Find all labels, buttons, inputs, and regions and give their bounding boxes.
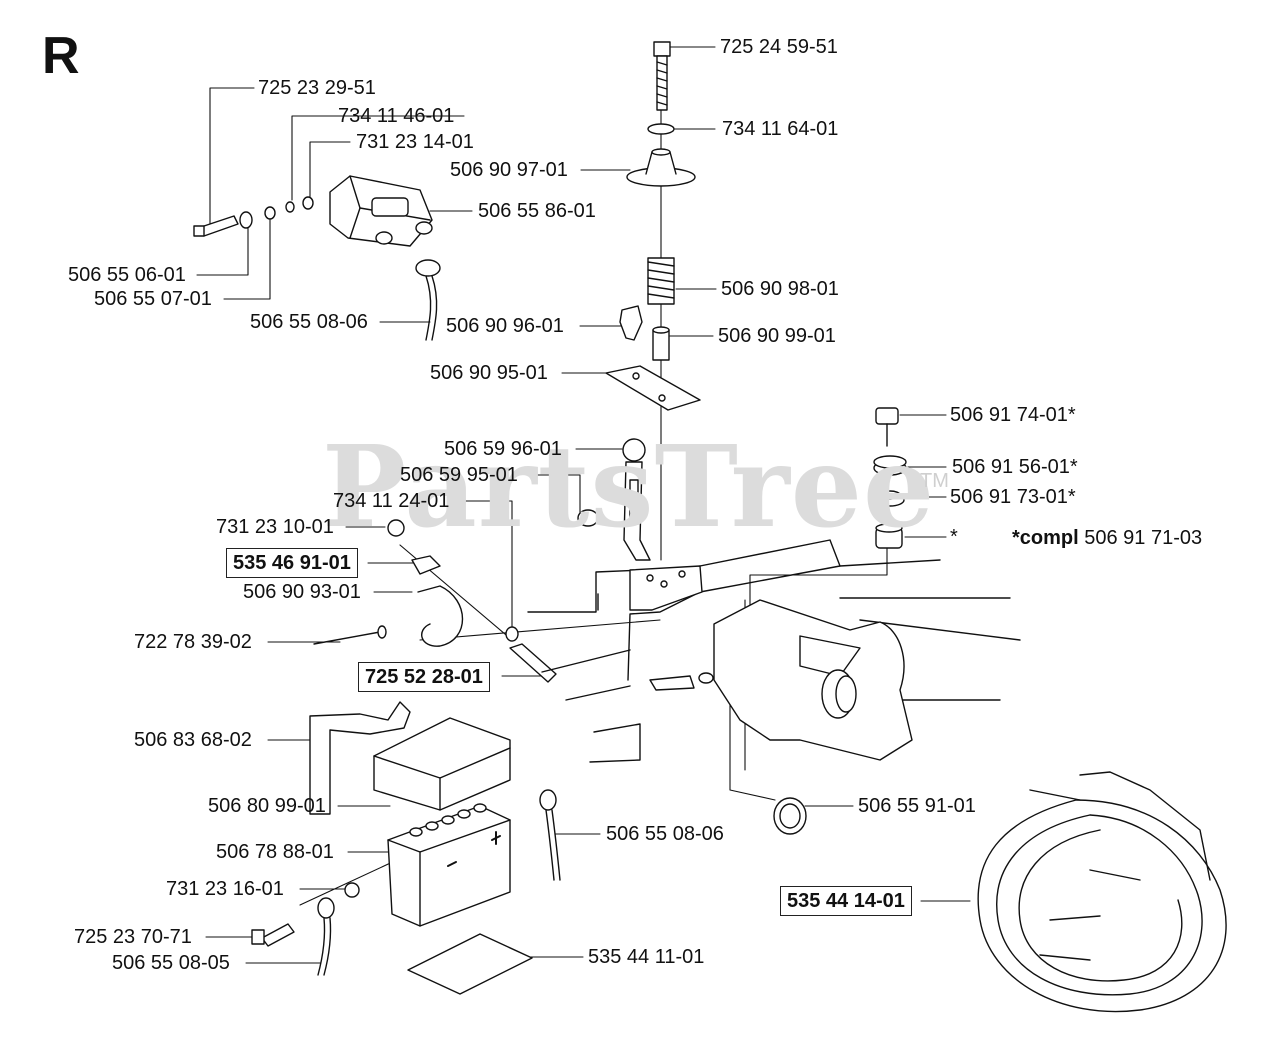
part-label-506-90-93-01[interactable]: 506 90 93-01 (243, 581, 361, 603)
small-fasteners (313, 519, 557, 683)
part-label-535-44-11-01[interactable]: 535 44 11-01 (588, 946, 705, 968)
part-label-734-11-24-01[interactable]: 734 11 24-01 (333, 490, 450, 512)
spring (647, 257, 675, 305)
part-label-506-59-95-01[interactable]: 506 59 95-01 (400, 464, 518, 486)
part-label-725-52-28-01[interactable]: 725 52 28-01 (358, 662, 490, 692)
wiring-harness (977, 771, 1227, 1013)
part-label-725-24-59-51[interactable]: 725 24 59-51 (720, 36, 838, 58)
part-label-506-91-74-01[interactable]: 506 91 74-01* (950, 404, 1076, 426)
part-label-722-78-39-02[interactable]: 722 78 39-02 (134, 631, 252, 653)
part-label-506-55-06-01[interactable]: 506 55 06-01 (68, 264, 186, 286)
part-label-506-55-08-06-upper[interactable]: 506 55 08-06 (250, 311, 368, 333)
part-label-731-23-16-01[interactable]: 731 23 16-01 (166, 878, 284, 900)
washer-upper (647, 123, 675, 135)
part-label-506-83-68-02[interactable]: 506 83 68-02 (134, 729, 252, 751)
bolt-upper (653, 41, 671, 111)
part-label-506-55-91-01[interactable]: 506 55 91-01 (858, 795, 976, 817)
part-label-506-90-97-01[interactable]: 506 90 97-01 (450, 159, 568, 181)
guide-plate (605, 365, 701, 411)
part-label-506-90-95-01[interactable]: 506 90 95-01 (430, 362, 548, 384)
solenoid-group (193, 175, 441, 341)
section-letter: R (42, 27, 80, 85)
compl-prefix: *compl (1012, 527, 1079, 549)
lever-group (577, 438, 651, 561)
part-label-506-80-99-01[interactable]: 506 80 99-01 (208, 795, 326, 817)
part-label-731-23-14-01[interactable]: 731 23 14-01 (356, 131, 474, 153)
part-label-asterisk[interactable]: * (950, 526, 958, 548)
grommet (773, 797, 807, 835)
part-label-506-90-96-01[interactable]: 506 90 96-01 (446, 315, 564, 337)
part-label-506-59-96-01[interactable]: 506 59 96-01 (444, 438, 562, 460)
part-label-535-46-91-01[interactable]: 535 46 91-01 (226, 548, 358, 578)
partstree-watermark: PartsTree (322, 422, 936, 553)
chassis-frame (527, 539, 1021, 763)
part-label-506-90-98-01[interactable]: 506 90 98-01 (721, 278, 839, 300)
clip-bracket (619, 305, 643, 341)
spacer-sleeve (652, 326, 670, 361)
compl-part-number[interactable]: 506 91 71-03 (1084, 527, 1203, 549)
part-label-734-11-64-01[interactable]: 734 11 64-01 (722, 118, 839, 140)
part-label-725-23-29-51[interactable]: 725 23 29-51 (258, 77, 376, 99)
part-label-506-55-86-01[interactable]: 506 55 86-01 (478, 200, 596, 222)
part-label-506-55-08-05[interactable]: 506 55 08-05 (112, 952, 230, 974)
part-label-506-55-07-01[interactable]: 506 55 07-01 (94, 288, 212, 310)
part-label-506-90-99-01[interactable]: 506 90 99-01 (718, 325, 836, 347)
trademark-mark: TM (920, 470, 949, 492)
part-label-734-11-46-01[interactable]: 734 11 46-01 (338, 105, 455, 127)
part-label-535-44-14-01[interactable]: 535 44 14-01 (780, 886, 912, 916)
leader-lines (196, 46, 971, 964)
cone-plate (626, 148, 696, 187)
complete-assembly-note: *compl 506 91 71-03 (1012, 527, 1202, 549)
part-label-506-91-73-01[interactable]: 506 91 73-01* (950, 486, 1076, 508)
part-label-725-23-70-71[interactable]: 725 23 70-71 (74, 926, 192, 948)
part-label-506-55-08-06-lower[interactable]: 506 55 08-06 (606, 823, 724, 845)
ignition-switch-group (873, 407, 907, 549)
part-label-506-91-56-01[interactable]: 506 91 56-01* (952, 456, 1078, 478)
part-label-731-23-10-01[interactable]: 731 23 10-01 (216, 516, 334, 538)
part-label-506-78-88-01[interactable]: 506 78 88-01 (216, 841, 334, 863)
battery-group (251, 701, 561, 995)
